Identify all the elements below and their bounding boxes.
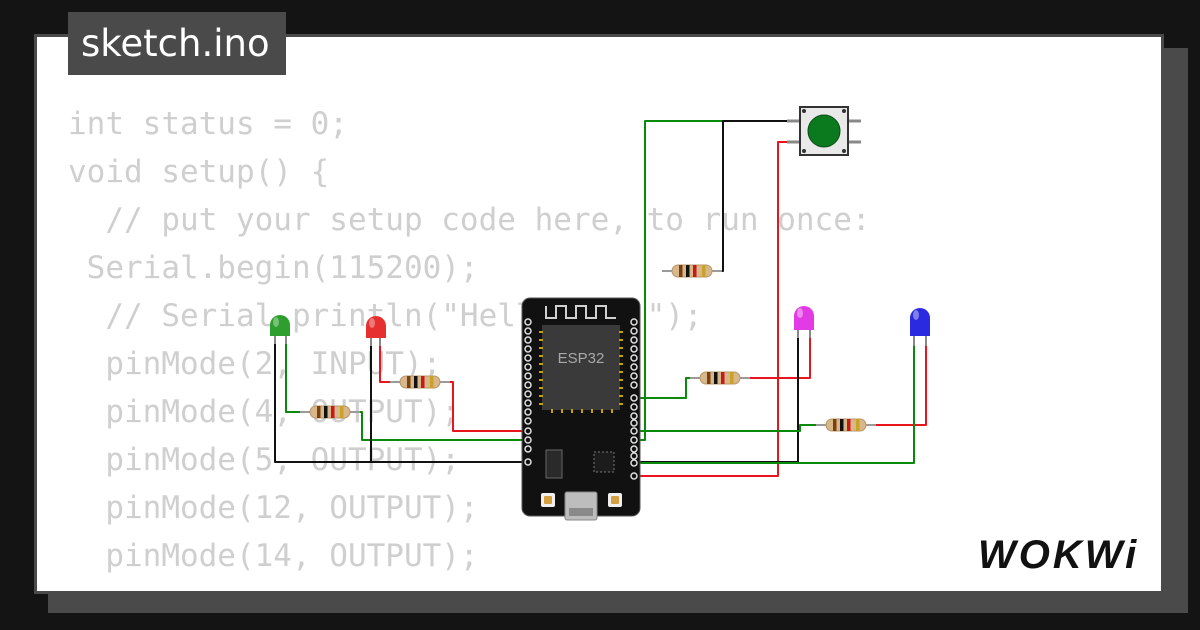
code-line: pinMode(12, OUTPUT); [68, 490, 479, 526]
esp32-board: ESP32 [521, 297, 641, 521]
pushbutton-icon[interactable] [787, 106, 861, 156]
wire-red-magenta [735, 336, 811, 379]
wire-red-pin [434, 381, 528, 432]
resistor-magenta [689, 371, 751, 385]
code-line: pinMode(14, OUTPUT); [68, 538, 479, 574]
wire-red-blue [862, 344, 927, 426]
wire-red-led [379, 344, 402, 383]
resistor-red [389, 375, 451, 389]
magenta-led-icon [794, 306, 814, 338]
blue-led-icon [910, 308, 930, 346]
file-tab[interactable]: sketch.ino [68, 12, 286, 75]
code-line: Serial.begin(115200); [68, 250, 479, 286]
code-line: pinMode(5, OUTPUT); [68, 442, 460, 478]
wire-black-green-led [274, 342, 528, 463]
wire-green-pin [340, 411, 528, 441]
wire-red-button [633, 141, 800, 477]
code-line: pinMode(2, INPUT); [68, 346, 442, 382]
wire-green-led [285, 342, 312, 413]
code-line: void setup() { [68, 154, 330, 190]
wire-green-button [633, 120, 790, 441]
wire-green-res [633, 377, 705, 399]
code-line: int status = 0; [68, 106, 348, 142]
resistor-green [299, 405, 361, 419]
resistor-blue [815, 418, 877, 432]
wire-green-blue [633, 344, 915, 464]
code-line: pinMode(4, OUTPUT); [68, 394, 460, 430]
wokwi-logo: WOKWi [978, 533, 1139, 577]
green-led-icon [270, 315, 290, 344]
red-led-icon [366, 316, 386, 346]
resistor-button [661, 264, 723, 278]
code-line: // put your setup code here, to run once… [68, 202, 871, 238]
logo-text: WOKWi [978, 533, 1139, 577]
wire-green-res2 [633, 424, 830, 432]
wire-black-button [700, 120, 800, 272]
code-editor: int status = 0; void setup() { // put you… [68, 100, 871, 580]
chip-label: ESP32 [558, 350, 605, 367]
